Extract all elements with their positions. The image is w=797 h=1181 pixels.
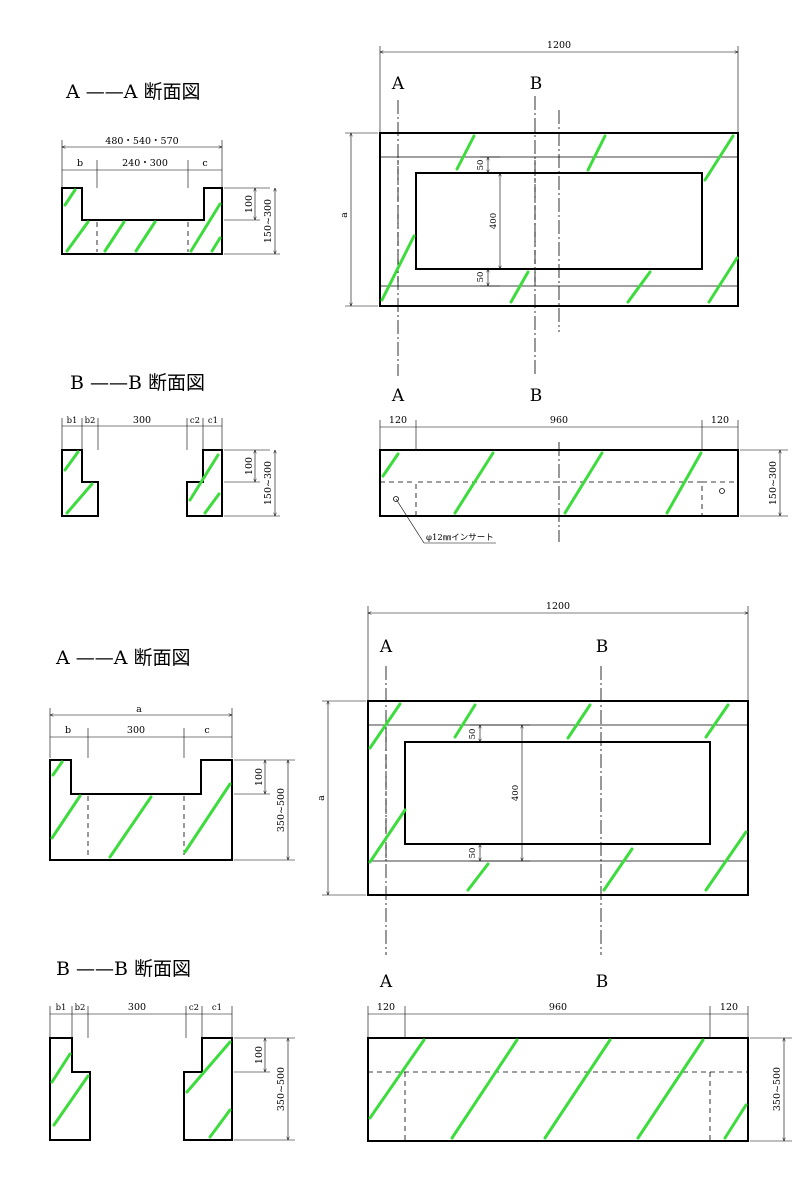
- top-aa-mid-dim: 240・300: [122, 158, 168, 169]
- bottom-cut-b-label-upper: B: [596, 637, 609, 657]
- top-plan-50-bot-dim: 50: [476, 272, 486, 283]
- bottom-plan-50-bot-dim: 50: [468, 848, 478, 859]
- bottom-bb-mid-dim: 300: [128, 1002, 146, 1013]
- top-plan-400-dim: 400: [489, 213, 499, 229]
- top-aa-depth-dim: 100: [244, 195, 255, 213]
- top-elevation-view: 120 960 120 φ12㎜インサート 150~300: [379, 415, 788, 544]
- top-section-a-title: A ——A 断面図: [65, 81, 201, 103]
- bottom-aa-height-dim: 350~500: [276, 788, 287, 832]
- top-cut-b-label-upper: B: [530, 74, 543, 94]
- top-aa-b-dim: b: [77, 158, 83, 169]
- bottom-bb-right-wall: [183, 1037, 233, 1141]
- top-aa-height-dim: 150~300: [263, 199, 274, 243]
- top-bb-c2-dim: c2: [190, 416, 200, 426]
- top-cut-a-label-upper: A: [391, 74, 405, 94]
- top-aa-c-dim: c: [202, 158, 207, 169]
- bottom-cut-b-label-lower: B: [596, 972, 609, 992]
- top-elev-mid-dim: 960: [550, 415, 568, 426]
- top-aa-section: 480・540・570 b 240・300 c 100 150~300: [61, 136, 280, 255]
- top-bb-mid-dim: 300: [133, 415, 151, 426]
- bottom-elev-mid-dim: 960: [549, 1002, 567, 1013]
- bottom-bb-c2-dim: c2: [189, 1003, 199, 1013]
- top-drawing-set: A ——A 断面図 480・540・570 b 240・300 c: [61, 40, 788, 544]
- top-insert-right: [719, 488, 725, 494]
- bottom-elevation-view: 120 960 120 350~500: [367, 1002, 792, 1142]
- top-section-b-title: B ——B 断面図: [70, 372, 205, 394]
- top-plan-view: 1200 a 50 400 50 A B A: [339, 40, 739, 406]
- top-plan-a-dim: a: [339, 212, 350, 218]
- bottom-aa-section: a b 300 c 100 350~500: [49, 704, 295, 861]
- bottom-plan-width-dim: 1200: [546, 601, 570, 612]
- bottom-bb-b1-dim: b1: [56, 1003, 67, 1013]
- top-elev-left-dim: 120: [389, 415, 407, 426]
- bottom-elev-left-dim: 120: [377, 1002, 395, 1013]
- bottom-cut-a-label-lower: A: [379, 972, 393, 992]
- bottom-section-a-title: A ——A 断面図: [55, 647, 191, 669]
- top-bb-b2-dim: b2: [85, 416, 96, 426]
- top-elev-right-dim: 120: [711, 415, 729, 426]
- top-insert-note: φ12㎜インサート: [426, 533, 494, 543]
- bottom-plan-400-dim: 400: [511, 785, 521, 801]
- top-bb-left-wall: [61, 449, 99, 517]
- bottom-elev-height-dim: 350~500: [772, 1067, 783, 1111]
- bottom-elev-right-dim: 120: [720, 1002, 738, 1013]
- top-bb-height-dim: 150~300: [263, 461, 274, 505]
- top-plan-50-top-dim: 50: [476, 160, 486, 171]
- bottom-aa-overall-dim: a: [136, 704, 142, 715]
- top-bb-b1-dim: b1: [67, 416, 78, 426]
- top-bb-section: b1 b2 300 c2 c1 100 150~300: [61, 415, 280, 517]
- bottom-aa-depth-dim: 100: [254, 768, 265, 786]
- bottom-cut-a-label-upper: A: [379, 637, 393, 657]
- bottom-aa-b-dim: b: [65, 725, 71, 736]
- bottom-plan-a-dim: a: [316, 795, 327, 801]
- top-bb-depth-dim: 100: [244, 457, 255, 475]
- top-bb-right-wall: [186, 449, 223, 517]
- bottom-bb-c1-dim: c1: [212, 1003, 222, 1013]
- bottom-aa-section-outline: [49, 759, 233, 861]
- bottom-aa-mid-dim: 300: [127, 725, 145, 736]
- bottom-plan-view: 1200 a 50 400 50 A B A B: [316, 601, 749, 992]
- top-aa-overall-dim: 480・540・570: [105, 136, 178, 147]
- top-cut-a-label-lower: A: [391, 386, 405, 406]
- bottom-drawing-set: A ——A 断面図 a b 300 c 100 350: [49, 601, 792, 1142]
- top-aa-section-outline: [61, 187, 223, 255]
- bottom-bb-depth-dim: 100: [254, 1046, 265, 1064]
- bottom-plan-50-top-dim: 50: [468, 729, 478, 740]
- top-bb-c1-dim: c1: [208, 416, 218, 426]
- bottom-section-b-title: B ——B 断面図: [56, 958, 191, 980]
- top-plan-width-dim: 1200: [547, 40, 571, 51]
- top-elev-height-dim: 150~300: [768, 461, 779, 505]
- bottom-bb-height-dim: 350~500: [276, 1067, 287, 1111]
- top-cut-b-label-lower: B: [530, 386, 543, 406]
- bottom-aa-c-dim: c: [204, 725, 209, 736]
- bottom-bb-left-wall: [49, 1037, 91, 1141]
- bottom-bb-b2-dim: b2: [75, 1003, 86, 1013]
- bottom-bb-section: b1 b2 300 c2 c1 100 350~500: [49, 1002, 295, 1141]
